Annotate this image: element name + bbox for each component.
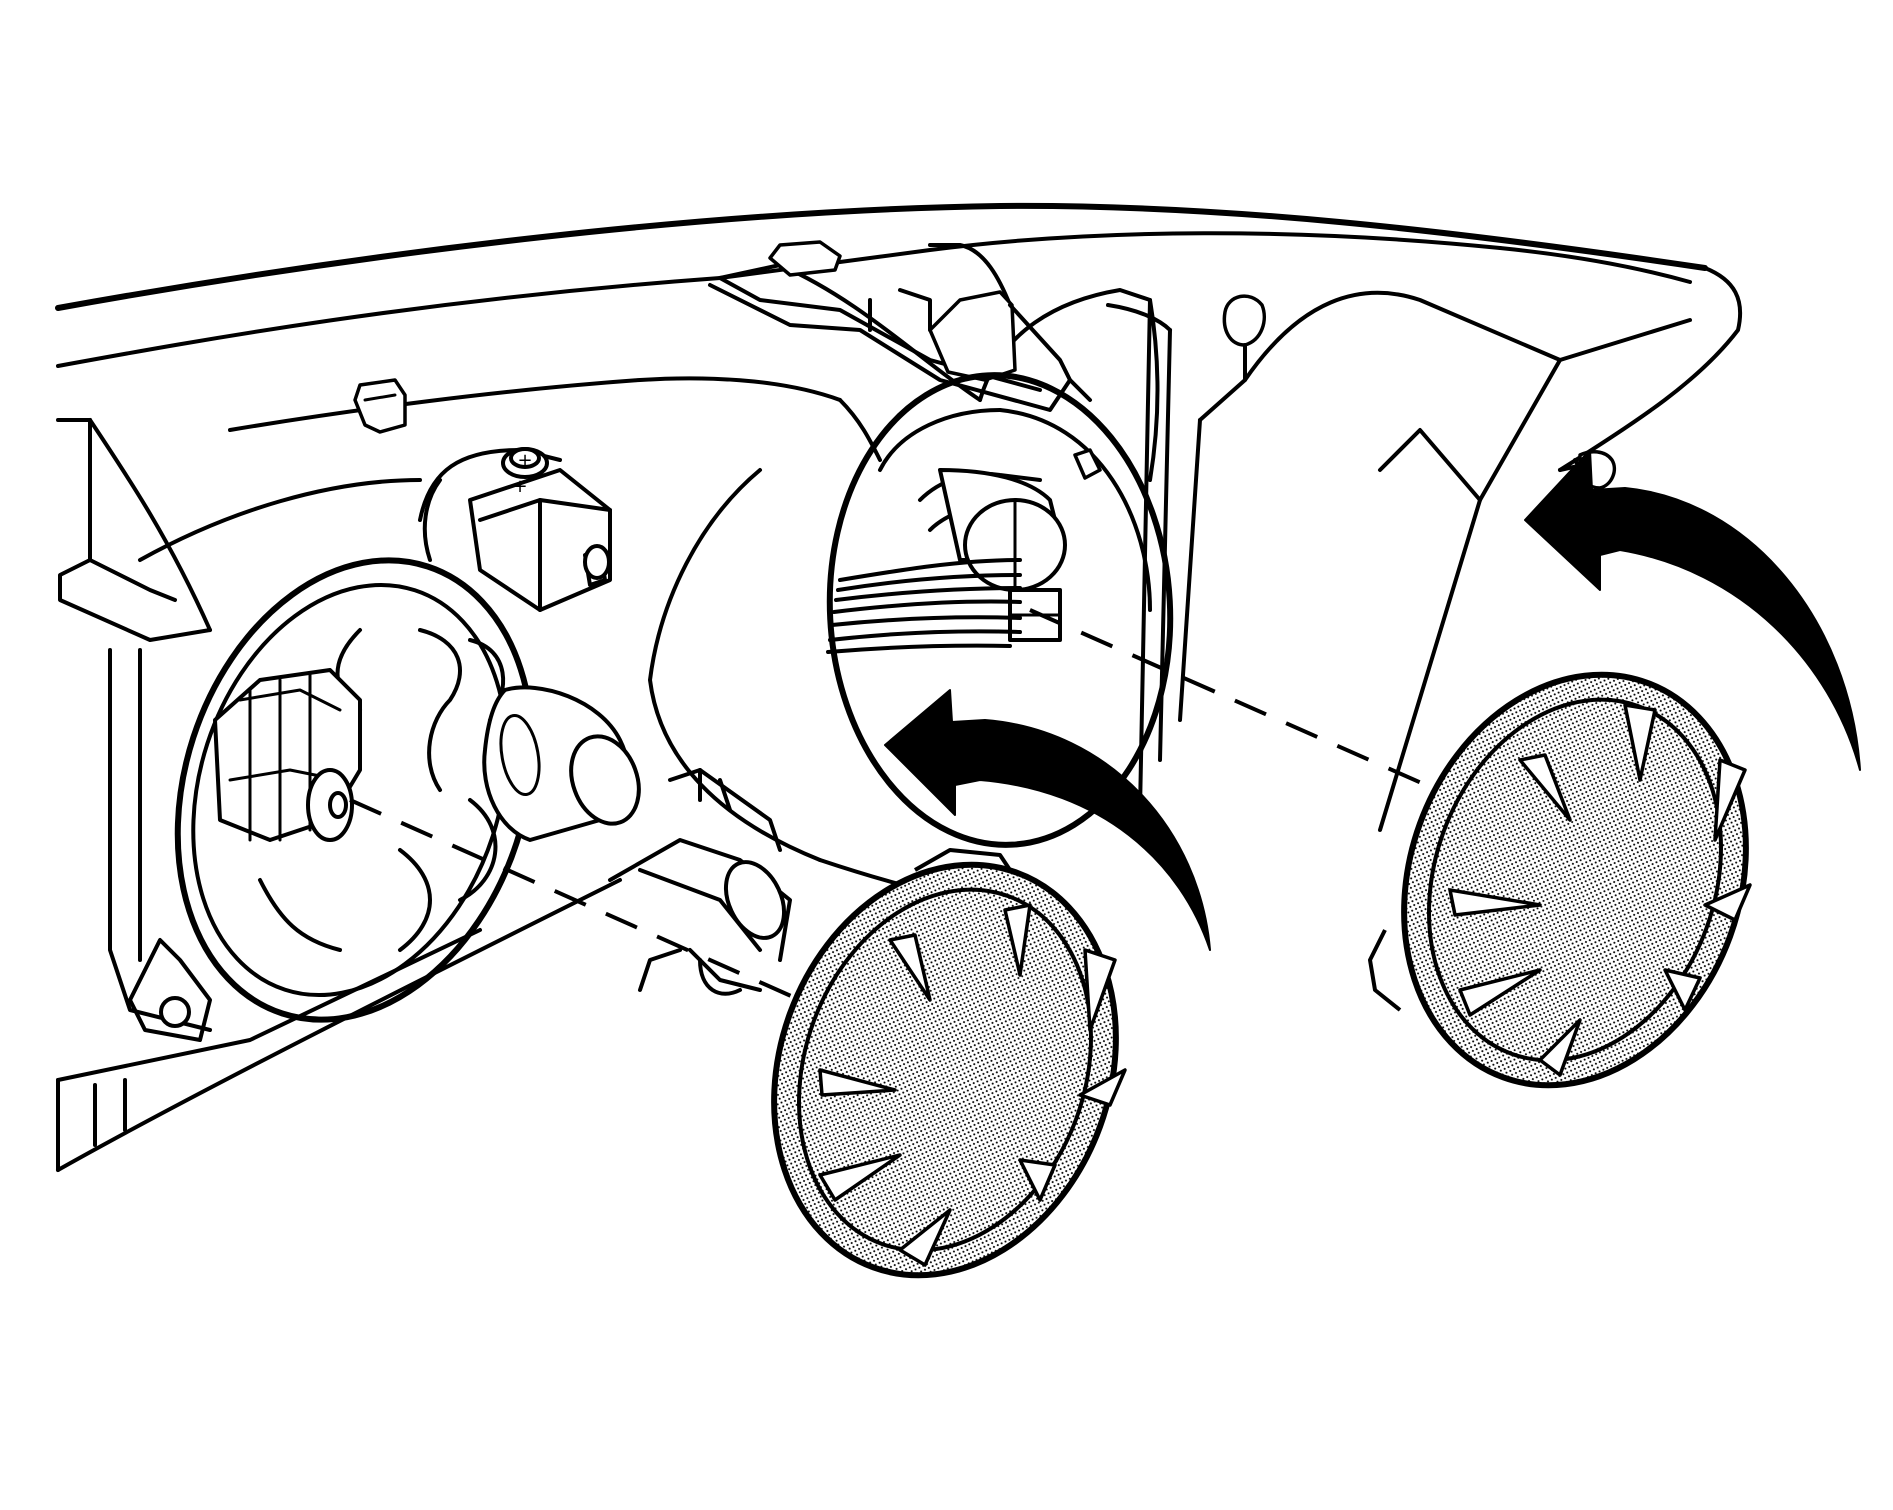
high-beam-cover-cap <box>1368 671 1752 1089</box>
counterclockwise-arrow-right <box>1524 449 1861 771</box>
terminal-symbol-bottom: + <box>512 476 527 497</box>
rotation-arrows <box>884 449 1861 951</box>
high-beam-socket-assembly <box>826 372 1174 848</box>
low-beam-cover-cap <box>771 848 1127 1279</box>
adjuster-terminal-connector: + + <box>418 447 612 612</box>
terminal-symbol-top: + <box>517 450 532 471</box>
headlamp-housing <box>55 202 1743 1172</box>
counterclockwise-arrow-left <box>884 689 1211 951</box>
alignment-lines <box>349 608 1461 1002</box>
low-beam-socket-assembly <box>174 557 792 1023</box>
